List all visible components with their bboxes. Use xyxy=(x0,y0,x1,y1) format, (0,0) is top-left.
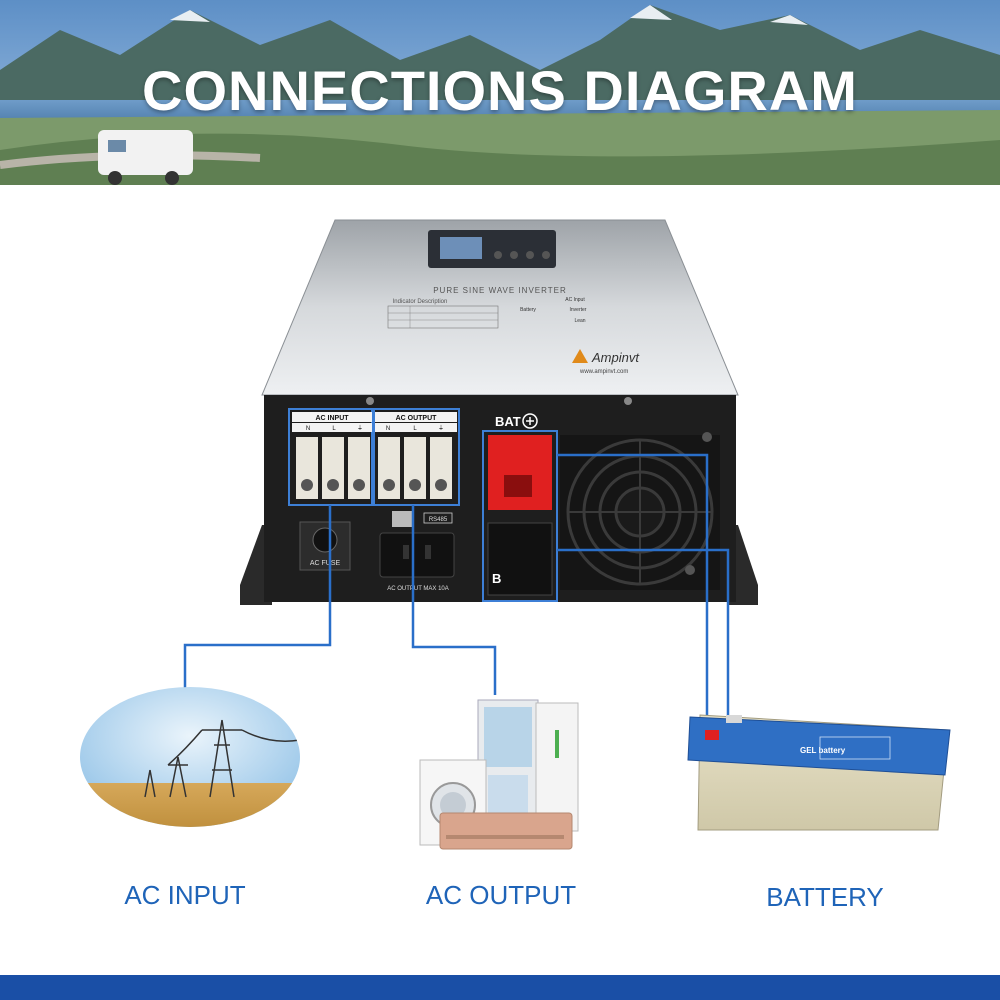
battery-lid xyxy=(687,716,951,776)
terminal-letter: L xyxy=(413,426,417,432)
inverter: PURE SINE WAVE INVERTER Indicator Descri… xyxy=(240,219,758,605)
ac-output-terminal-frame xyxy=(371,408,460,506)
ac-input-caption: AC INPUT xyxy=(124,880,246,910)
gel-battery-illustration: GEL battery xyxy=(687,714,951,831)
battery-negative-line xyxy=(557,548,730,715)
ac-fuse-label: AC FUSE xyxy=(310,560,341,567)
landscape-background xyxy=(0,0,1000,185)
rv-icon xyxy=(98,130,193,185)
terminal-letter: ⏚ xyxy=(438,425,444,432)
air-conditioner-icon xyxy=(439,812,573,850)
bat-negative-label: B xyxy=(492,571,501,586)
terminal-letter: N xyxy=(386,426,390,432)
battery-positive-post xyxy=(705,730,719,740)
terminal-letter: L xyxy=(332,426,336,432)
ac-output-terminal-label: AC OUTPUT xyxy=(396,415,438,422)
ac-output-caption: AC OUTPUT xyxy=(425,880,577,910)
brand-name: Ampinvt xyxy=(591,350,640,365)
rs485-label: RS485 xyxy=(429,517,448,523)
bottom-bar xyxy=(0,975,1000,1000)
rs485-port xyxy=(392,511,412,527)
plus-icon xyxy=(522,413,538,429)
terminal-letter: N xyxy=(306,426,310,432)
inverter-top-panel xyxy=(261,219,739,396)
ac-terminal-blocks xyxy=(296,437,452,499)
fridge-white-icon xyxy=(535,702,579,832)
header-banner: CONNECTIONS DIAGRAM xyxy=(0,0,1000,185)
ac-input-terminal-label: AC INPUT xyxy=(315,415,349,422)
appliances-illustration xyxy=(419,699,579,850)
indicator-title: Indicator Description xyxy=(393,299,448,305)
fuse-cap-icon xyxy=(312,527,338,553)
lcd-screen xyxy=(440,237,482,259)
indicator-tag-lean: Lean xyxy=(574,318,585,324)
battery-positive-line xyxy=(557,453,709,715)
ac-output-max-label: AC OUTPUT MAX 10A xyxy=(387,586,449,592)
indicator-tag-battery: Battery xyxy=(520,307,536,313)
connection-diagram: PURE SINE WAVE INVERTER Indicator Descri… xyxy=(0,185,1000,975)
diagram-canvas: PURE SINE WAVE INVERTER Indicator Descri… xyxy=(80,219,951,850)
indicator-tag-ac-input: AC Input xyxy=(565,297,585,303)
battery-terminal-frame xyxy=(482,430,558,602)
indicator-table xyxy=(387,305,499,329)
ampinvt-logo-icon xyxy=(572,349,588,363)
ac-outlet xyxy=(379,532,455,578)
ac-input-terminal-frame xyxy=(288,408,375,506)
ac-input-line xyxy=(183,505,332,695)
pylon-icon xyxy=(144,719,300,798)
battery-negative-post xyxy=(726,715,742,723)
panel-title: PURE SINE WAVE INVERTER xyxy=(433,286,567,295)
bat-positive-terminal xyxy=(488,435,552,510)
indicator-tag-inverter: Inverter xyxy=(570,307,587,313)
bat-negative-terminal xyxy=(487,522,553,596)
cooling-fan-icon xyxy=(560,432,720,590)
bat-positive-label: BAT xyxy=(495,414,521,429)
page-title: CONNECTIONS DIAGRAM xyxy=(142,59,858,122)
ac-output-line xyxy=(411,505,497,695)
battery-caption: BATTERY xyxy=(766,882,884,912)
battery-brand-label: GEL battery xyxy=(800,746,846,755)
terminal-letter: ⏚ xyxy=(357,425,363,432)
brand-website: www.ampinvt.com xyxy=(579,369,628,375)
connection-lines xyxy=(183,453,730,715)
power-grid-illustration xyxy=(80,687,300,827)
